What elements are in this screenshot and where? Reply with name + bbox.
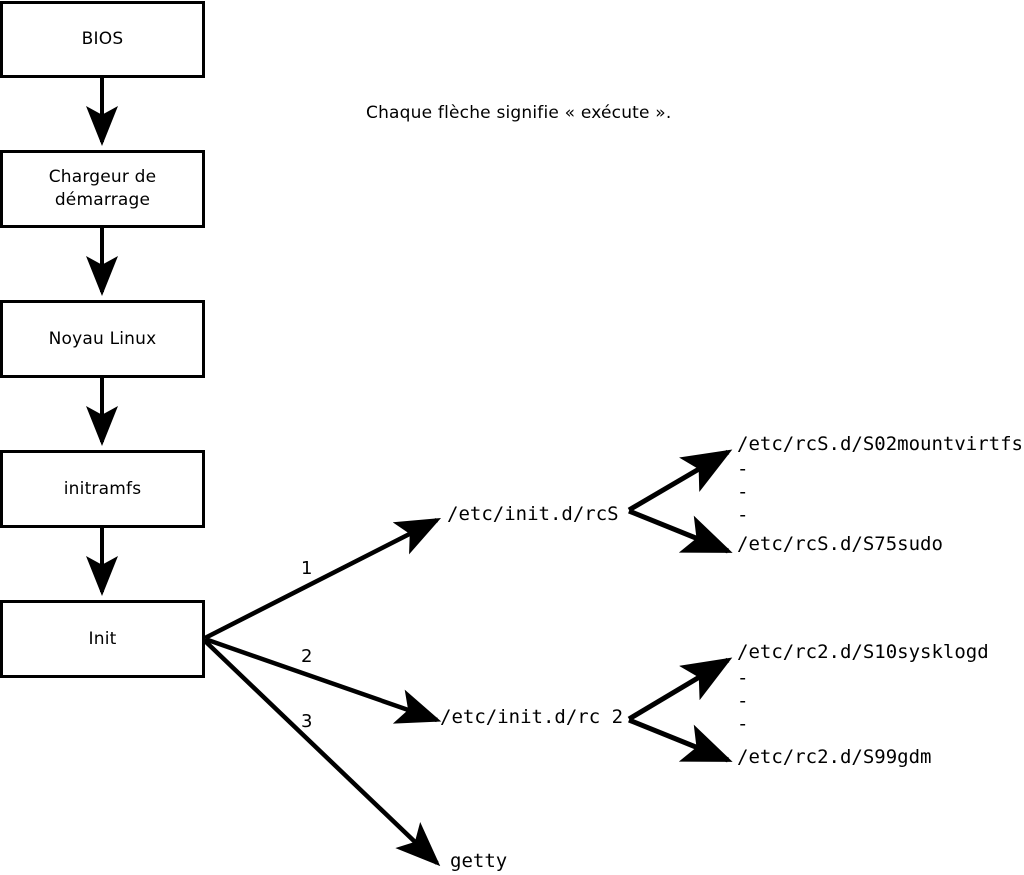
arrow-init-branch-2 (204, 636, 442, 724)
branch-number-2: 2 (301, 646, 313, 667)
rc2-script-last[interactable]: /etc/rc2.d/S99gdm (737, 746, 932, 768)
legend-caption: Chaque flèche signifie « exécute ». (366, 103, 672, 123)
branch-target-rcs[interactable]: /etc/init.d/rcS (447, 503, 619, 525)
stage-box-init[interactable]: Init (0, 600, 205, 678)
rcs-script-first[interactable]: /etc/rcS.d/S02mountvirtfs (737, 433, 1023, 455)
rcs-ellipsis-dash-1: - (737, 458, 749, 480)
stage-box-bios[interactable]: BIOS (0, 1, 205, 78)
stage-box-init-label: Init (88, 628, 117, 649)
stage-box-bios-label: BIOS (81, 29, 124, 50)
rc2-script-first[interactable]: /etc/rc2.d/S10sysklogd (737, 641, 989, 663)
arrow-rcs-to-first-script (627, 449, 733, 513)
rc2-ellipsis-dash-2: - (737, 690, 749, 712)
stage-box-kernel[interactable]: Noyau Linux (0, 300, 205, 378)
rc2-ellipsis-dash-1: - (737, 667, 749, 689)
stage-box-initramfs-label: initramfs (63, 478, 142, 499)
rcs-ellipsis-dash-2: - (737, 481, 749, 503)
arrow-rc2-to-last-script (628, 717, 733, 763)
stage-box-kernel-label: Noyau Linux (48, 328, 157, 349)
stage-box-bootloader-label: Chargeur de démarrage (48, 167, 157, 210)
arrow-init-branch-3 (203, 639, 441, 867)
rcs-script-last[interactable]: /etc/rcS.d/S75sudo (737, 533, 943, 555)
stage-box-bootloader[interactable]: Chargeur de démarrage (0, 150, 205, 228)
arrow-rc2-to-first-script (627, 657, 733, 722)
arrow-rcs-to-last-script (628, 508, 733, 554)
arrow-init-branch-1 (203, 517, 442, 641)
rcs-ellipsis-dash-3: - (737, 504, 749, 526)
branch-number-1: 1 (301, 558, 313, 579)
rc2-ellipsis-dash-3: - (737, 713, 749, 735)
branch-target-rc2[interactable]: /etc/init.d/rc 2 (440, 706, 624, 728)
stage-box-initramfs[interactable]: initramfs (0, 450, 205, 528)
branch-target-getty[interactable]: getty (450, 850, 508, 872)
branch-number-3: 3 (301, 711, 313, 732)
